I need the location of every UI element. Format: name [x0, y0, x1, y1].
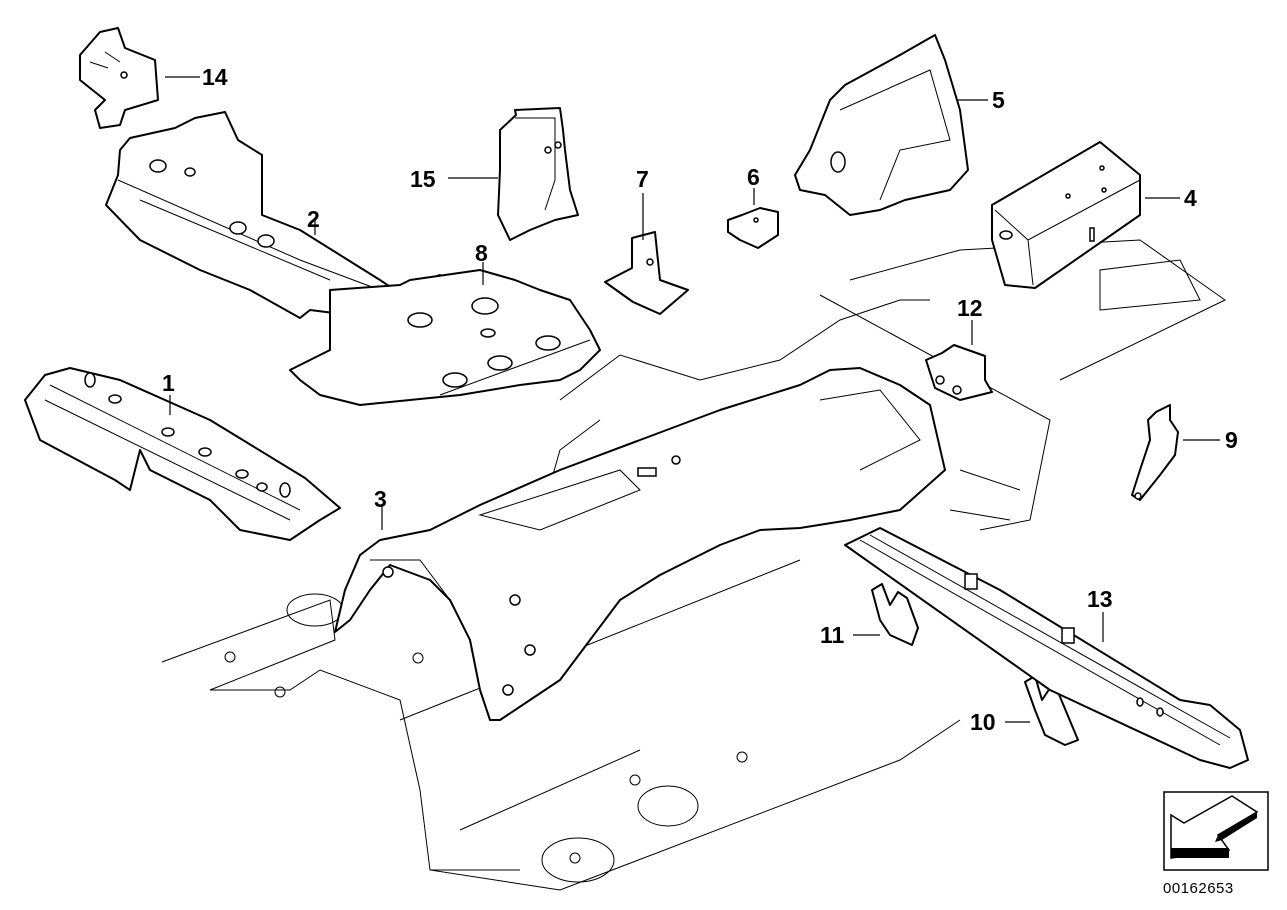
part-5-wheel-housing[interactable]: [794, 34, 969, 216]
callout-15[interactable]: 15: [410, 166, 436, 192]
callout-5[interactable]: 5: [992, 87, 1005, 113]
part-1-longitudinal-member[interactable]: [24, 367, 341, 541]
part-3-tunnel[interactable]: [334, 367, 946, 721]
callout-8[interactable]: 8: [475, 240, 488, 266]
part-14-bracket[interactable]: [79, 27, 159, 129]
part-12-bracket[interactable]: [925, 344, 993, 401]
part-4-box-member[interactable]: [991, 141, 1141, 289]
floor-pan-outline: [161, 239, 1226, 891]
part-9-bracket[interactable]: [1131, 404, 1179, 501]
callout-2[interactable]: 2: [307, 206, 320, 232]
part-13-sill-rail[interactable]: [844, 527, 1249, 769]
callout-10[interactable]: 10: [970, 709, 996, 735]
callout-3[interactable]: 3: [374, 486, 387, 512]
part-7-bracket[interactable]: [604, 231, 689, 315]
callout-6[interactable]: 6: [747, 164, 760, 190]
part-6-clip[interactable]: [727, 207, 779, 249]
part-8-floor-plate[interactable]: [289, 269, 601, 406]
callout-14[interactable]: 14: [202, 64, 228, 90]
callout-4[interactable]: 4: [1184, 185, 1197, 211]
part-2-longitudinal-member[interactable]: [105, 111, 441, 321]
callout-7[interactable]: 7: [636, 166, 649, 192]
callout-13[interactable]: 13: [1087, 586, 1113, 612]
leader-lines: [165, 76, 1220, 723]
part-10-wedge[interactable]: [1024, 675, 1079, 746]
part-15-support[interactable]: [497, 107, 579, 241]
callout-1[interactable]: 1: [162, 370, 175, 396]
callout-11[interactable]: 11: [820, 622, 845, 648]
reference-number: 00162653: [1163, 880, 1234, 897]
part-11-wedge[interactable]: [871, 583, 919, 646]
callout-12[interactable]: 12: [957, 295, 983, 321]
direction-arrow-icon: [1163, 791, 1269, 871]
callout-9[interactable]: 9: [1225, 427, 1238, 453]
